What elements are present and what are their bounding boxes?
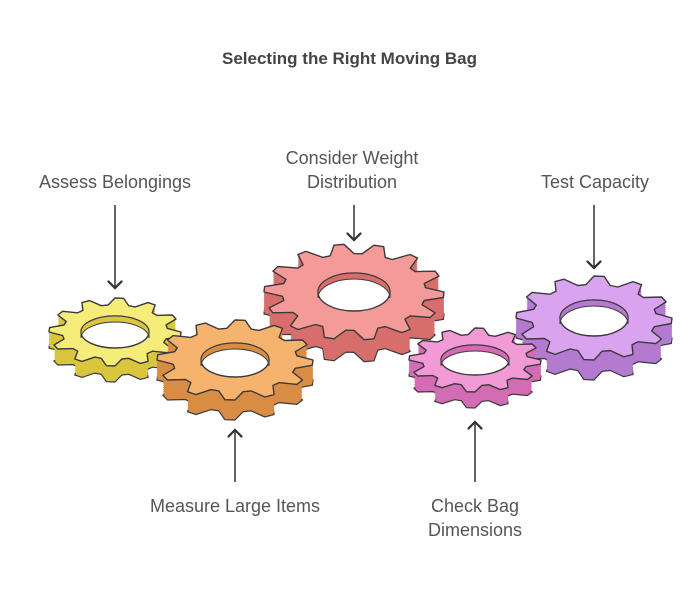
label-line: Assess Belongings (38, 172, 192, 192)
diagram-title: Selecting the Right Moving Bag (221, 49, 477, 68)
label-line: Distribution (306, 172, 398, 192)
label-line: Check Bag (430, 496, 520, 516)
gear-hole-wall (440, 344, 510, 367)
gear-measure-icon (156, 319, 314, 421)
gear-hole-wall (317, 272, 391, 299)
gear-check-icon (408, 327, 542, 409)
label-measure-large-items: Measure Large Items (130, 494, 340, 518)
gear-assess-icon (48, 297, 182, 383)
label-line: Consider Weight (285, 148, 419, 168)
label-test-capacity: Test Capacity (515, 170, 675, 194)
label-consider-weight-distribution: Consider Weight Distribution (262, 146, 442, 194)
gear-weight-icon (263, 243, 445, 363)
gear-hole-wall (200, 342, 270, 367)
label-assess-belongings: Assess Belongings (20, 170, 210, 194)
label-line: Test Capacity (540, 172, 650, 192)
label-line: Measure Large Items (149, 496, 321, 516)
label-check-bag-dimensions: Check Bag Dimensions (395, 494, 555, 542)
gear-hole-wall (80, 315, 150, 339)
gear-hole-wall (559, 299, 629, 325)
gear-test-icon (515, 275, 673, 381)
label-line: Dimensions (427, 520, 523, 540)
